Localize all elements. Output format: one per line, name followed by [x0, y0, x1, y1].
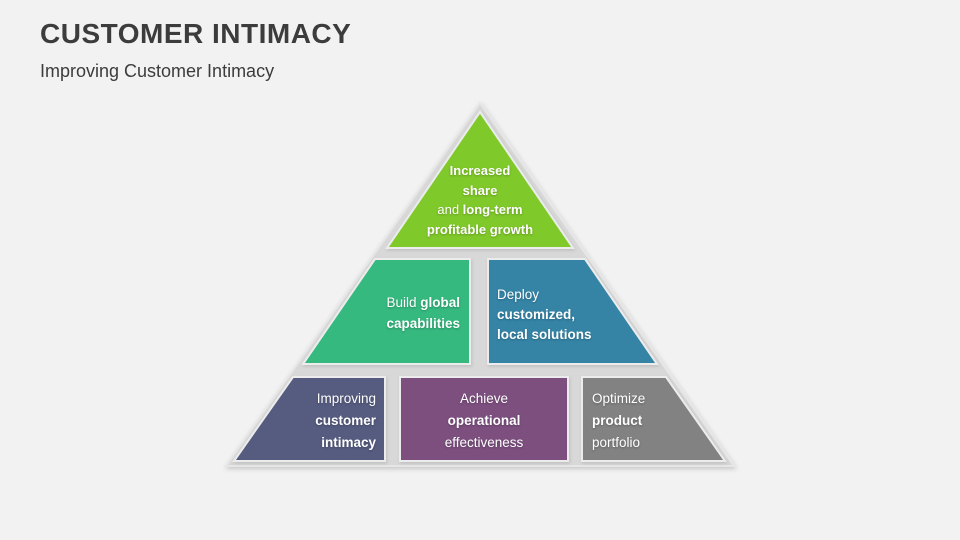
label-line: Achieve: [459, 391, 509, 406]
label-line: local solutions: [497, 327, 592, 342]
label-line: intimacy: [321, 435, 376, 450]
pyramid-top-shape: [385, 110, 575, 249]
label-line: and long-term: [437, 202, 523, 217]
label-line: profitable growth: [426, 221, 534, 237]
slide-subtitle: Improving Customer Intimacy: [40, 61, 275, 81]
pyramid-top-label: Increased share and long-term profitable…: [390, 161, 570, 239]
pyramid-bottom-left-label: Improving customer intimacy: [250, 388, 376, 454]
pyramid-mid-left-shape: [301, 258, 471, 365]
label-line: Improving: [316, 391, 376, 406]
label-line: effectiveness: [444, 435, 524, 450]
slide-title: CUSTOMER INTIMACY: [40, 18, 352, 49]
pyramid-bottom-right-label: Optimize product portfolio: [592, 388, 717, 454]
label-line: capabilities: [386, 316, 460, 331]
label-line: portfolio: [592, 435, 641, 450]
label-line: share: [462, 182, 498, 198]
label-line: operational: [447, 413, 521, 428]
pyramid-backdrop-triangle: [224, 101, 736, 467]
pyramid-mid-right-label: Deploy customized, local solutions: [497, 285, 647, 345]
pyramid-mid-left-label: Build global capabilities: [320, 292, 460, 334]
label-line: product: [592, 413, 643, 428]
pyramid-bottom-center-shape: [399, 376, 569, 462]
pyramid-bottom-left-shape: [232, 376, 386, 462]
pyramid-mid-right-shape: [487, 258, 659, 365]
label-line: Build global: [386, 295, 460, 310]
label-line: Deploy: [497, 287, 540, 302]
label-line: Increased: [449, 163, 511, 178]
pyramid-bottom-right-shape: [581, 376, 727, 462]
pyramid-bottom-center-label: Achieve operational effectiveness: [404, 388, 564, 454]
label-line: customer: [315, 413, 376, 428]
label-line: Optimize: [592, 391, 646, 406]
label-line: customized,: [497, 307, 576, 322]
